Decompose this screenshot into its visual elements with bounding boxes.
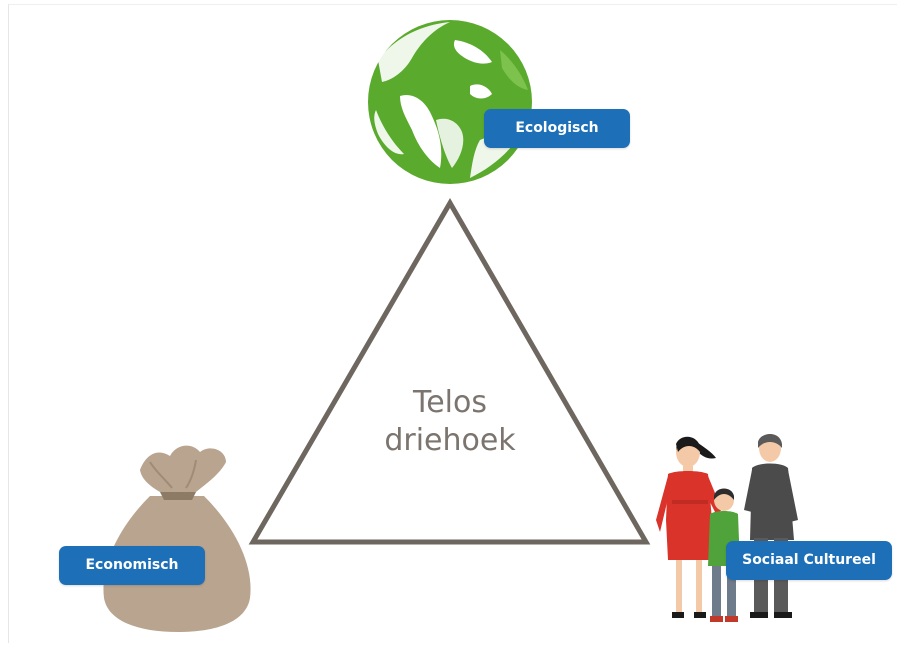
label-ecologisch: Ecologisch [484, 109, 630, 148]
family-icon [656, 434, 798, 622]
globe-icon [368, 20, 532, 184]
center-title-line2: driehoek [384, 423, 516, 458]
triangle [248, 198, 651, 545]
label-sociaal-cultureel: Sociaal Cultureel [726, 541, 892, 580]
man-figure [744, 434, 798, 618]
center-title: Telos driehoek [360, 384, 540, 460]
center-title-line1: Telos [412, 385, 487, 420]
label-economisch: Economisch [59, 546, 205, 585]
money-bag-icon [103, 445, 251, 632]
